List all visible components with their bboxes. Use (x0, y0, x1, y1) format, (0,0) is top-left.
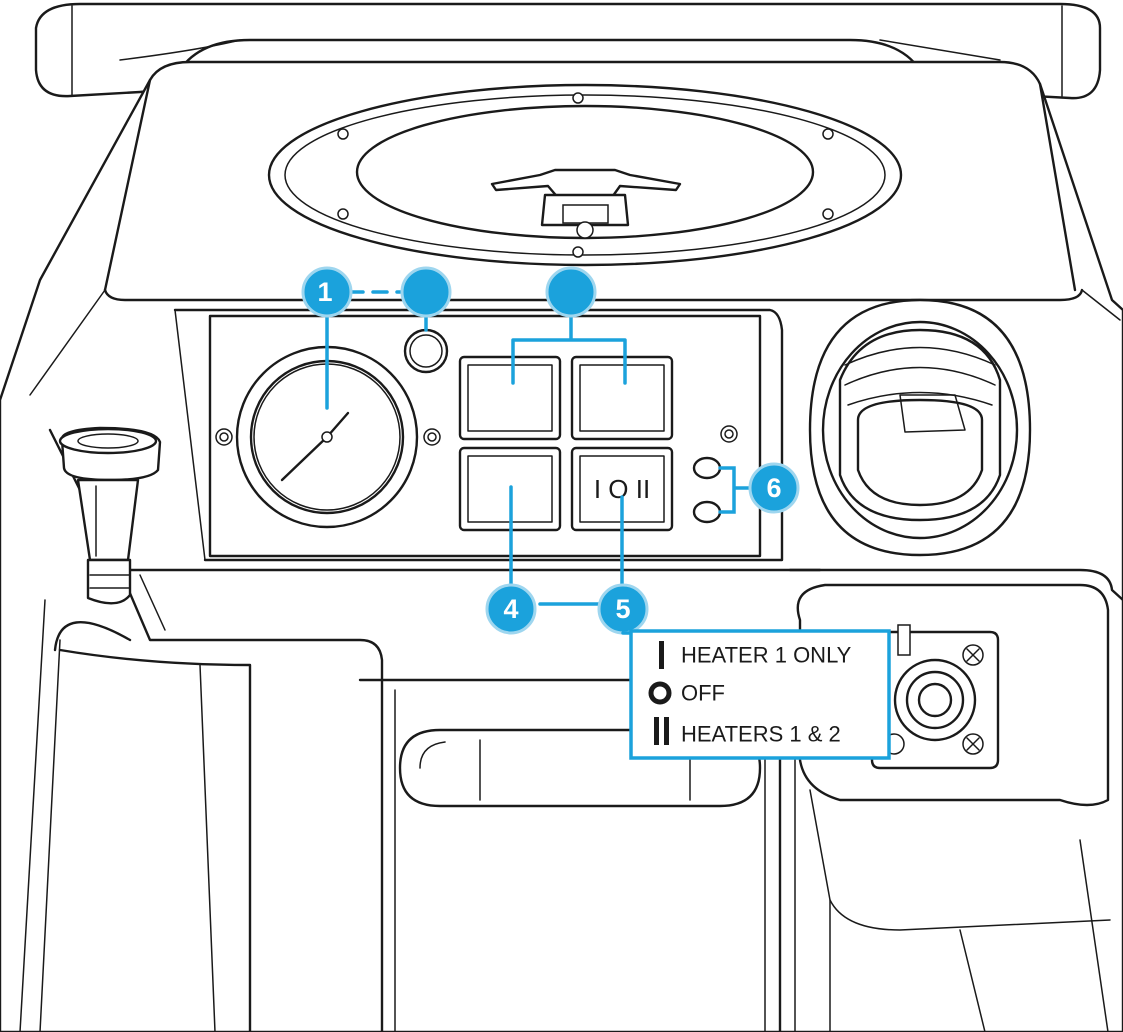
callout-6: 6 (748, 462, 800, 514)
lid-screw-icon (572, 246, 584, 258)
callout-4-number: 4 (503, 594, 518, 624)
switch-legend: HEATER 1 ONLY OFF HEATERS 1 & 2 (621, 629, 891, 760)
legend-heater-1-label: HEATER 1 ONLY (681, 643, 852, 668)
control-panel: I O II (173, 308, 784, 562)
callout-1-number: 1 (317, 277, 332, 307)
callout-6-number: 6 (766, 473, 781, 503)
lid-screw-icon (572, 92, 584, 104)
panel-screw-icon (215, 428, 233, 446)
legend-heaters-1-2-label: HEATERS 1 & 2 (681, 722, 841, 747)
callout-2 (400, 266, 452, 318)
lid (267, 83, 903, 267)
hose-port (808, 298, 1032, 557)
switch-top-right[interactable] (570, 355, 674, 441)
panel-screw-icon (720, 425, 738, 443)
pressure-gauge (215, 345, 441, 529)
callout-1: 1 (301, 266, 353, 318)
indicator-light (403, 328, 449, 374)
legend-symbol-heater-1 (659, 641, 664, 669)
lid-screw-icon (822, 208, 834, 220)
callout-5-number: 5 (615, 594, 630, 624)
callout-5: 5 (597, 583, 649, 635)
callout-3 (545, 266, 597, 318)
callout-4: 4 (485, 583, 537, 635)
side-connector (870, 624, 1000, 770)
lid-screw-icon (337, 128, 349, 140)
status-lights (692, 456, 722, 524)
switch-top-left[interactable] (458, 355, 562, 441)
lid-screw-icon (822, 128, 834, 140)
heater-selector-switch[interactable]: I O II (570, 446, 674, 532)
panel-screw-icon (423, 428, 441, 446)
legend-off-label: OFF (681, 681, 725, 706)
legend-symbol-heaters-1-2 (654, 717, 659, 745)
legend-symbol-off (648, 681, 672, 705)
lid-screw-icon (337, 208, 349, 220)
callout-lines (325, 290, 754, 606)
hose-fitting (58, 426, 162, 605)
